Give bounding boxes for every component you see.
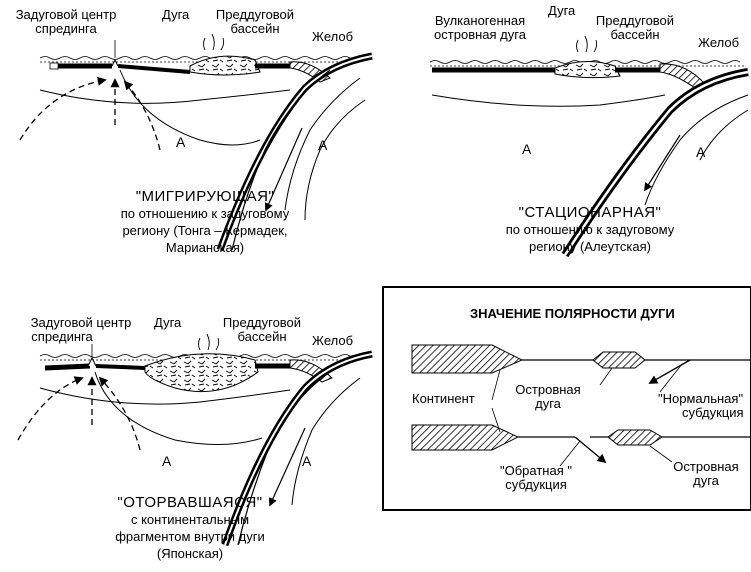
island-arc-1	[593, 352, 645, 368]
normal-subduction-label: "Нормальная" субдукция	[658, 392, 744, 420]
caption-line: Марианская)	[90, 239, 320, 256]
label-line: "Обратная "	[488, 464, 584, 478]
reverse-subduction-label: "Обратная " субдукция	[488, 464, 584, 492]
label-line: субдукция	[488, 478, 584, 492]
label-line: Островная	[666, 460, 746, 474]
label-line: субдукция	[658, 406, 744, 420]
caption-line: региону (Алеутская)	[470, 238, 710, 255]
island-arc-2	[608, 430, 662, 445]
spreading-center	[88, 358, 96, 366]
caption-stationary: "СТАЦИОНАРНАЯ" по отношению к задуговому…	[470, 204, 710, 255]
label-line: Задуговой центр	[6, 316, 156, 330]
trench-label: Желоб	[312, 334, 353, 348]
island-arc-label-2: Островная дуга	[666, 460, 746, 488]
polarity-title: ЗНАЧЕНИЕ ПОЛЯРНОСТИ ДУГИ	[470, 307, 675, 321]
convection-arrow-left	[20, 80, 105, 140]
label-line: Островная	[510, 383, 586, 397]
backarc-spreading-label: Задуговой центр спрединга	[6, 316, 156, 344]
label-line: спрединга	[6, 22, 126, 36]
arc-body	[190, 56, 260, 75]
marker-a-left: A	[162, 454, 171, 468]
volcanic-wisps	[204, 34, 224, 50]
backarc-plate	[45, 366, 90, 368]
mantle-curve	[120, 70, 260, 145]
caption-line: региону (Тонга – Кермадек,	[90, 222, 320, 239]
volcanic-arc-label: Вулканогенная островная дуга	[424, 14, 536, 42]
arc-label: Дуга	[154, 316, 181, 330]
backarc-plate-right	[96, 366, 145, 368]
caption-title: "МИГРИРУЮЩАЯ"	[90, 188, 320, 205]
trench-label: Желоб	[698, 36, 739, 50]
label-line: спрединга	[6, 330, 156, 344]
label-line: островная дуга	[424, 28, 536, 42]
island-arc-label: Островная дуга	[510, 383, 586, 411]
caption-line: с континентальным	[80, 511, 300, 528]
label-line: Преддуговой	[590, 14, 680, 28]
label-line: дуга	[510, 397, 586, 411]
caption-title: "ОТОРВАВШАЯСЯ"	[80, 494, 300, 511]
marker-a-right: A	[696, 145, 705, 159]
arc-label: Дуга	[162, 8, 189, 22]
convection-arrow-left	[18, 378, 82, 440]
label-line: бассейн	[212, 330, 312, 344]
caption-line: по отношению к задуговому	[90, 205, 320, 222]
caption-line: по отношению к задуговому	[470, 221, 710, 238]
continent-label: Континент	[412, 392, 475, 406]
lithosphere-base	[40, 90, 290, 103]
marker-a-left: A	[176, 135, 185, 149]
lithosphere-base	[40, 388, 290, 404]
spreading-center	[112, 60, 118, 66]
convection-arrow-right	[100, 378, 140, 450]
forearc-basin-label: Преддуговой бассейн	[212, 316, 312, 344]
caption-detached: "ОТОРВАВШАЯСЯ" с континентальным фрагмен…	[80, 494, 300, 562]
lithosphere-base	[432, 95, 665, 106]
label-line: "Нормальная"	[658, 392, 744, 406]
marker-a-right: A	[302, 454, 311, 468]
forearc-basin-label: Преддуговой бассейн	[590, 14, 680, 42]
marker-a-left: A	[522, 142, 531, 156]
forearc-basin-label: Преддуговой бассейн	[210, 8, 300, 36]
label-line: Преддуговой	[210, 8, 300, 22]
caption-migrating: "МИГРИРУЮЩАЯ" по отношению к задуговому …	[90, 188, 320, 256]
caption-line: (Японская)	[80, 545, 300, 562]
label-line: бассейн	[210, 22, 300, 36]
arc-body	[145, 354, 258, 392]
label-line: бассейн	[590, 28, 680, 42]
label-line: дуга	[666, 474, 746, 488]
slab-arrow	[645, 135, 680, 190]
caption-line: фрагментом внутри дуги	[80, 528, 300, 545]
deep-slab-curve	[700, 110, 748, 160]
label-line: Вулканогенная	[424, 14, 536, 28]
marker-a-right: A	[318, 138, 327, 152]
arc-label: Дуга	[548, 4, 575, 18]
backarc-spreading-label: Задуговой центр спрединга	[6, 8, 126, 36]
trench-label: Желоб	[312, 30, 353, 44]
label-line: Задуговой центр	[6, 8, 126, 22]
label-line: Преддуговой	[212, 316, 312, 330]
caption-title: "СТАЦИОНАРНАЯ"	[470, 204, 710, 221]
backarc-plate-right	[118, 66, 190, 72]
